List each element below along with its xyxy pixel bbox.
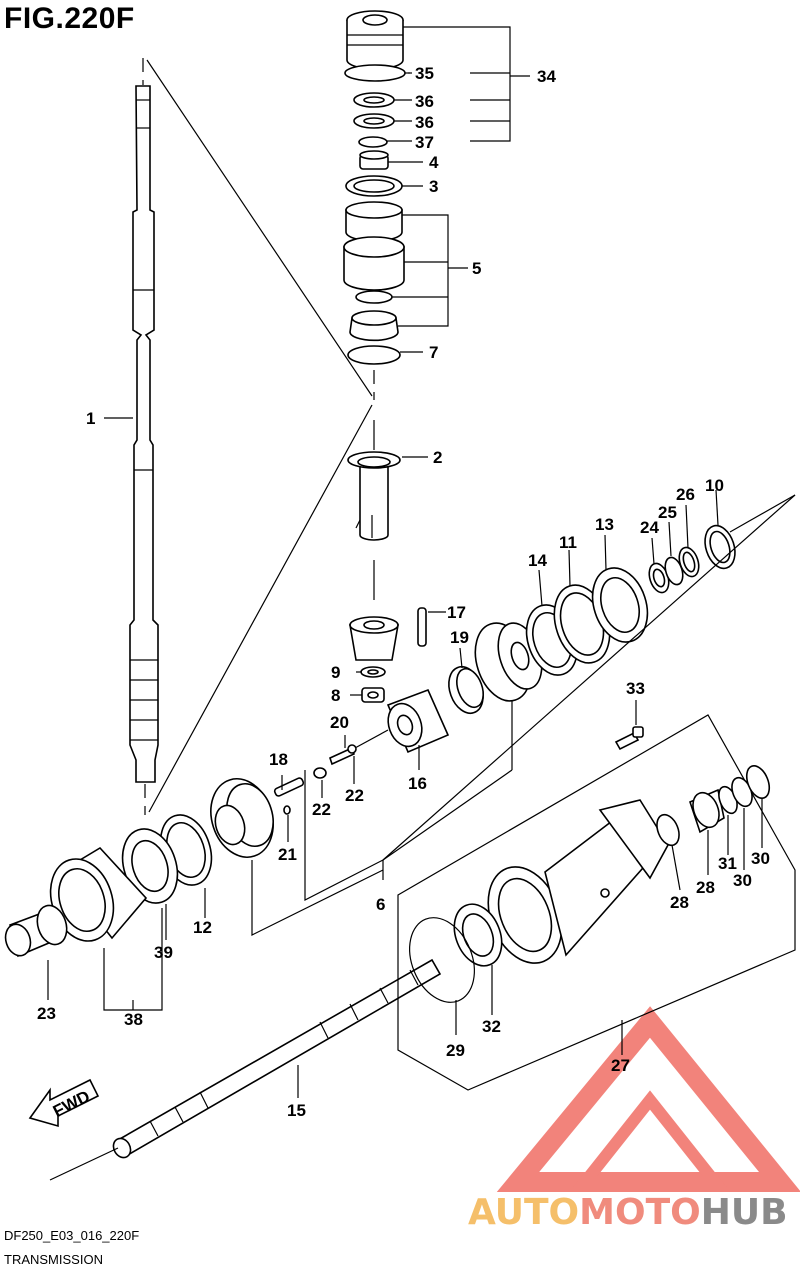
callout-30a: 30 — [733, 871, 752, 890]
callout-33: 33 — [626, 679, 645, 698]
watermark-brand-text: AUTOMOTOHUB — [468, 1192, 788, 1233]
brand-part-3: HUB — [700, 1192, 788, 1233]
callout-27: 27 — [611, 1056, 630, 1075]
callout-39: 39 — [154, 943, 173, 962]
forward-direction-arrow: FWD — [28, 1078, 100, 1128]
callout-15: 15 — [287, 1101, 306, 1120]
callout-38: 38 — [124, 1010, 143, 1029]
callout-2: 2 — [433, 448, 442, 467]
brand-part-2: MOTO — [579, 1192, 701, 1233]
propeller-shaft — [49, 958, 442, 1181]
callout-8: 8 — [331, 686, 340, 705]
callout-6: 6 — [376, 895, 385, 914]
figure-title: FIG.220F — [4, 2, 135, 35]
drive-shaft — [129, 58, 373, 815]
callout-26: 26 — [676, 485, 695, 504]
upper-bearing-stack — [343, 10, 406, 400]
callout-4: 4 — [429, 153, 439, 172]
callout-13: 13 — [595, 515, 614, 534]
pinion-gear — [349, 616, 399, 703]
callout-labels: 1 2 3 4 5 6 7 8 9 10 11 12 13 14 15 16 1… — [37, 64, 770, 1120]
callout-22b: 22 — [345, 786, 364, 805]
callout-23: 23 — [37, 1004, 56, 1023]
shaft-housing-assembly — [397, 714, 796, 1091]
callout-32: 32 — [482, 1017, 501, 1036]
callout-30b: 30 — [751, 849, 770, 868]
callout-25: 25 — [658, 503, 677, 522]
callout-14: 14 — [528, 551, 547, 570]
callout-9: 9 — [331, 663, 340, 682]
callout-37: 37 — [415, 133, 434, 152]
leader-lines — [47, 26, 796, 1098]
callout-29: 29 — [446, 1041, 465, 1060]
callout-16: 16 — [408, 774, 427, 793]
callout-7: 7 — [429, 343, 438, 362]
callout-11: 11 — [559, 533, 577, 552]
callout-5: 5 — [472, 259, 481, 278]
brand-part-1: AUTO — [468, 1192, 580, 1233]
callout-28a: 28 — [670, 893, 689, 912]
callout-22a: 22 — [312, 800, 331, 819]
callout-31: 31 — [718, 854, 737, 873]
callout-20: 20 — [330, 713, 349, 732]
callout-3: 3 — [429, 177, 438, 196]
callout-34: 34 — [537, 67, 556, 86]
sleeve — [347, 420, 401, 600]
callout-18: 18 — [269, 750, 288, 769]
callout-10: 10 — [705, 476, 724, 495]
callout-24: 24 — [640, 518, 659, 537]
callout-21: 21 — [278, 845, 297, 864]
callout-17: 17 — [447, 603, 466, 622]
footer-name: TRANSMISSION — [4, 1252, 103, 1267]
callout-28b: 28 — [696, 878, 715, 897]
callout-12: 12 — [193, 918, 212, 937]
clutch-assembly — [273, 607, 484, 815]
forward-gear — [474, 524, 736, 702]
reverse-gear-assembly — [4, 778, 274, 958]
callout-35: 35 — [415, 64, 434, 83]
callout-36b: 36 — [415, 113, 434, 132]
callout-1: 1 — [86, 409, 95, 428]
watermark-logo — [496, 1006, 800, 1192]
callout-19: 19 — [450, 628, 469, 647]
callout-36a: 36 — [415, 92, 434, 111]
footer-code: DF250_E03_016_220F — [4, 1228, 140, 1243]
